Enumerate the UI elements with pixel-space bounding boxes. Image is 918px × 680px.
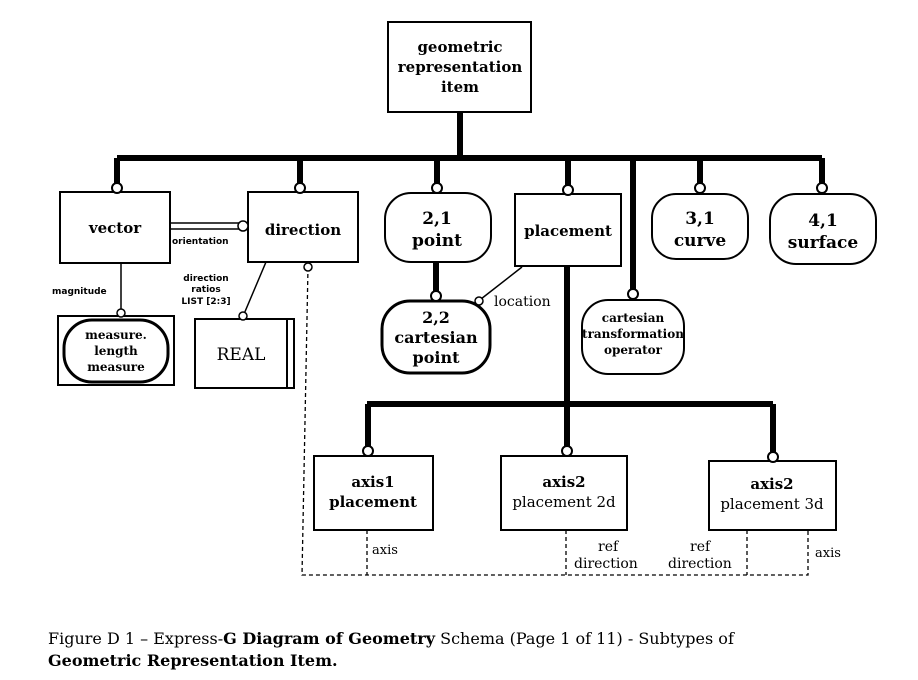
orientation-label: orientation (172, 237, 229, 247)
node-label: placement (524, 222, 612, 240)
node-label: cartesian (394, 328, 478, 347)
node-label: placement 2d (512, 493, 616, 511)
node-cartesian-point: 2,2 cartesian point (380, 299, 492, 375)
node-direction: direction (247, 191, 359, 263)
node-label: cartesian (602, 311, 665, 325)
node-label: measure (87, 360, 145, 374)
node-label: placement (329, 493, 417, 511)
node-vector: vector (59, 191, 171, 264)
express-g-diagram: geometric representation item vector dir… (52, 21, 877, 576)
node-curve: 3,1 curve (651, 193, 749, 260)
node-label: surface (788, 233, 859, 253)
node-axis1-placement: axis1 placement (313, 455, 434, 531)
node-label: point (413, 348, 461, 367)
caption-title: G Diagram of Geometry (223, 629, 436, 648)
node-geometric-representation-item: geometric representation item (387, 21, 532, 113)
node-label: placement 3d (720, 495, 824, 513)
caption-line-2: Geometric Representation Item. (48, 651, 338, 670)
node-label: axis1 (351, 473, 394, 491)
axis2-3d-axis-label: axis (815, 546, 841, 561)
subtype-circles (111, 182, 828, 463)
node-label: operator (604, 343, 663, 357)
node-point: 2,1 point (384, 192, 492, 263)
node-label: 3,1 (685, 209, 715, 229)
node-cartesian-transformation-operator: cartesian transformation operator (581, 299, 685, 375)
node-label: 2,1 (422, 209, 452, 229)
ref-direction-3d-label: ref direction (668, 539, 732, 572)
node-label: vector (88, 219, 142, 237)
node-label: direction (265, 221, 341, 239)
node-label: length (94, 344, 138, 358)
node-surface: 4,1 surface (769, 193, 877, 265)
svg-text:ref: ref (598, 539, 620, 555)
direction-ratios-label: direction ratios LIST [2:3] (181, 274, 230, 307)
node-label: 4,1 (808, 211, 838, 231)
node-label: transformation (582, 327, 684, 341)
node-axis2-placement-3d: axis2 placement 3d (708, 460, 837, 531)
node-real: REAL (194, 318, 295, 389)
direction-ratios-line (243, 261, 267, 315)
node-placement: placement (514, 193, 622, 267)
node-label: axis2 (750, 475, 793, 493)
location-label: location (494, 294, 551, 310)
caption-prefix: Figure D 1 – Express- (48, 629, 224, 648)
ref-direction-2d-label: ref direction (574, 539, 638, 572)
node-axis2-placement-2d: axis2 placement 2d (500, 455, 628, 531)
svg-text:ref: ref (690, 539, 712, 555)
dashed-direction-reference (301, 266, 809, 576)
node-label: 2,2 (422, 308, 450, 327)
node-label: item (441, 78, 479, 96)
svg-text:direction: direction (668, 556, 732, 572)
relationship-circles (116, 220, 484, 321)
caption-line-1: Figure D 1 – Express-G Diagram of Geomet… (48, 628, 908, 650)
node-label: representation (398, 58, 523, 76)
figure-caption: Figure D 1 – Express-G Diagram of Geomet… (48, 628, 908, 672)
node-label: REAL (217, 345, 266, 365)
node-label: point (412, 231, 462, 251)
svg-text:direction: direction (183, 274, 228, 284)
magnitude-label: magnitude (52, 287, 107, 297)
node-label: curve (674, 231, 727, 251)
axis1-axis-label: axis (372, 543, 398, 558)
node-label: geometric (417, 38, 502, 56)
node-label: axis2 (542, 473, 585, 491)
svg-text:ratios: ratios (191, 285, 220, 295)
svg-text:LIST [2:3]: LIST [2:3] (181, 297, 230, 307)
node-measure-length-measure: measure. length measure (57, 315, 175, 386)
caption-suffix: Schema (Page 1 of 11) - Subtypes of (435, 629, 734, 648)
node-label: measure. (85, 328, 147, 342)
svg-text:direction: direction (574, 556, 638, 572)
location-line (480, 266, 523, 300)
